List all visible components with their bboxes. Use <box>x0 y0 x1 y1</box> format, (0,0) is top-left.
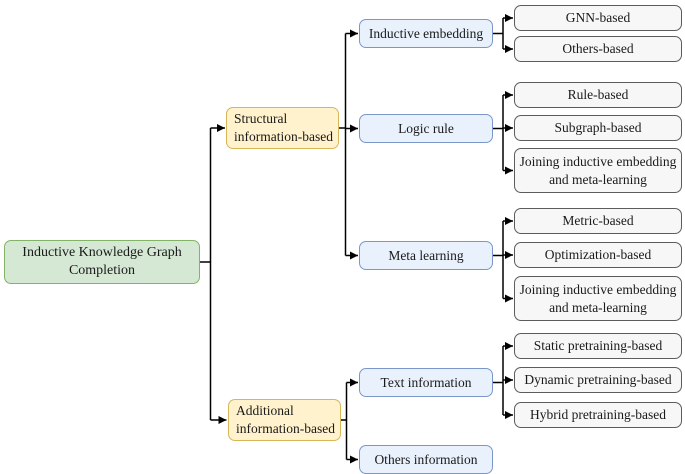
node-metric-based: Metric-based <box>514 208 682 234</box>
node-subgraph-based: Subgraph-based <box>514 115 682 141</box>
node-meta-learning: Meta learning <box>359 241 493 270</box>
node-structural-information-based: Structural information-based <box>226 107 339 149</box>
node-joining-inductive-embedding-and-meta-learning-logic: Joining inductive embedding and meta-lea… <box>514 148 682 193</box>
node-static-pretraining-based: Static pretraining-based <box>514 333 682 359</box>
node-gnn-based: GNN-based <box>514 5 682 31</box>
node-rule-based: Rule-based <box>514 82 682 108</box>
node-additional-information-based: Additional information-based <box>228 399 341 441</box>
node-joining-inductive-embedding-and-meta-learning-meta: Joining inductive embedding and meta-lea… <box>514 276 682 321</box>
node-logic-rule: Logic rule <box>359 114 493 143</box>
node-optimization-based: Optimization-based <box>514 242 682 268</box>
node-others-based: Others-based <box>514 36 682 62</box>
node-others-information: Others information <box>359 445 493 474</box>
node-text-information: Text information <box>359 368 493 397</box>
node-hybrid-pretraining-based: Hybrid pretraining-based <box>514 402 682 428</box>
node-dynamic-pretraining-based: Dynamic pretraining-based <box>514 367 682 393</box>
node-inductive-knowledge-graph-completion: Inductive Knowledge Graph Completion <box>4 240 200 284</box>
node-inductive-embedding: Inductive embedding <box>359 19 493 48</box>
